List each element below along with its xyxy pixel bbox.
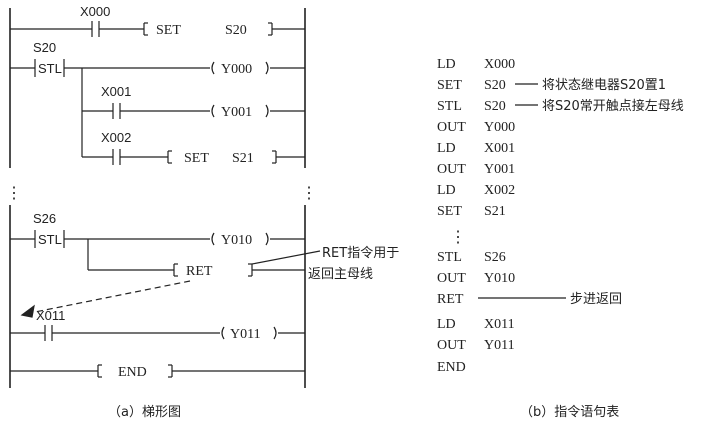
instr-op: LD: [437, 141, 456, 156]
rung-5: S26 STL Y010: [10, 211, 305, 248]
instr-note: 将状态继电器S20置1: [542, 78, 666, 93]
rung-6: RET RET指令用于 返回主母线: [87, 239, 399, 282]
rung-1: X000 SET S20: [10, 4, 305, 38]
instr-op: LD: [437, 183, 456, 198]
instr-arg: S26: [484, 250, 506, 265]
instr-arg: X011: [484, 317, 515, 332]
coil-y011-right: [273, 326, 277, 340]
instr-arg: X000: [484, 57, 515, 72]
stl-text-1: STL: [38, 61, 62, 76]
instr-note: 步进返回: [570, 292, 622, 307]
ret-note-line2: 返回主母线: [308, 267, 373, 282]
coil-y001-label: Y001: [221, 105, 252, 120]
caption-instructions: （b）指令语句表: [520, 405, 619, 420]
instr-op: OUT: [437, 162, 466, 177]
set-arg-s21: S21: [232, 151, 254, 166]
ladder-diagram: X000 SET S20 S20 STL Y000: [6, 4, 399, 420]
set-instr-2: SET: [184, 151, 209, 166]
coil-y001-right: [265, 104, 269, 118]
instr-arg: Y011: [484, 338, 515, 353]
rung-4: X002 SET S21: [82, 130, 305, 166]
rung-7: X011 Y011: [10, 308, 305, 342]
coil-y000-right: [265, 61, 269, 75]
ellipsis-left: ⋮: [6, 185, 22, 202]
coil-y000-left: [211, 61, 215, 75]
return-arrow: [20, 280, 191, 318]
instr-arg: S21: [484, 204, 506, 219]
instr-op: STL: [437, 99, 462, 114]
instr-op: SET: [437, 78, 462, 93]
instr-arg: S20: [484, 99, 506, 114]
coil-y001-left: [211, 104, 215, 118]
instr-op: END: [437, 360, 466, 375]
coil-y010-label: Y010: [221, 233, 252, 248]
stl-text-2: STL: [38, 232, 62, 247]
coil-y011-label: Y011: [230, 327, 261, 342]
rung-3: X001 Y001: [82, 84, 305, 120]
coil-y000-label: Y000: [221, 62, 252, 77]
ret-note-line1: RET指令用于: [322, 246, 399, 261]
instr-op: RET: [437, 292, 464, 307]
ellipsis-right: ⋮: [301, 185, 317, 202]
coil-y010-left: [211, 232, 215, 246]
coil-y010-right: [265, 232, 269, 246]
label-s20: S20: [33, 40, 56, 55]
instr-dots: ⋮: [450, 229, 466, 246]
instr-arg: Y010: [484, 271, 515, 286]
label-x011: X011: [36, 308, 65, 323]
label-x002: X002: [101, 130, 131, 145]
instr-arg: Y000: [484, 120, 515, 135]
label-x001: X001: [101, 84, 131, 99]
caption-ladder: （a）梯形图: [108, 405, 181, 420]
ret-instr: RET: [186, 264, 213, 279]
instr-op: SET: [437, 204, 462, 219]
instr-op: LD: [437, 57, 456, 72]
instr-op: LD: [437, 317, 456, 332]
instr-op: STL: [437, 250, 462, 265]
end-instr: END: [118, 365, 147, 380]
instr-arg: Y001: [484, 162, 515, 177]
rung-2: S20 STL Y000: [10, 40, 305, 77]
instr-note: 将S20常开触点接左母线: [542, 98, 684, 114]
instr-arg: X002: [484, 183, 515, 198]
instr-op: OUT: [437, 271, 466, 286]
arrow-head-icon: [20, 304, 35, 318]
rung-8: END: [10, 364, 305, 380]
set-instr-1: SET: [156, 23, 181, 38]
label-x000: X000: [80, 4, 110, 19]
set-arg-s20: S20: [225, 23, 247, 38]
coil-y011-left: [221, 326, 225, 340]
instr-arg: S20: [484, 78, 506, 93]
instr-op: OUT: [437, 338, 466, 353]
instr-arg: X001: [484, 141, 515, 156]
label-s26: S26: [33, 211, 56, 226]
instr-op: OUT: [437, 120, 466, 135]
